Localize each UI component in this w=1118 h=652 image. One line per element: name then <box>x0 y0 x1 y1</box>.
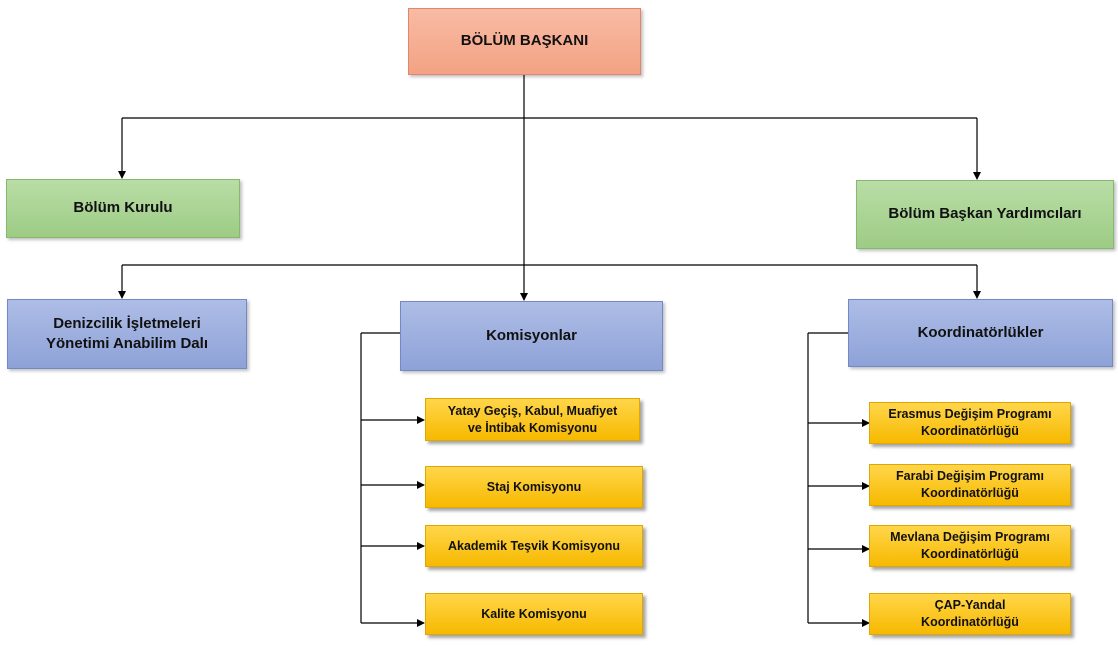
commission-node: Staj Komisyonu <box>425 466 643 508</box>
commission-node: Kalite Komisyonu <box>425 593 643 635</box>
commission-label: Akademik Teşvik Komisyonu <box>447 538 621 553</box>
commission-label: Yatay Geçiş, Kabul, Muafiyet ve İntibak … <box>447 403 618 435</box>
coordination-node: ÇAP-Yandal Koordinatörlüğü <box>869 593 1071 635</box>
commission-node: Akademik Teşvik Komisyonu <box>425 525 643 567</box>
coordinations-label: Koordinatörlükler <box>917 323 1044 341</box>
commission-label: Kalite Komisyonu <box>481 606 587 621</box>
department-node: Denizcilik İşletmeleri Yönetimi Anabilim… <box>7 299 247 369</box>
root-node: BÖLÜM BAŞKANI <box>408 8 641 75</box>
coordination-node: Farabi Değişim Programı Koordinatörlüğü <box>869 464 1071 506</box>
commission-label: Staj Komisyonu <box>486 479 582 494</box>
coordination-node: Erasmus Değişim Programı Koordinatörlüğü <box>869 402 1071 444</box>
deputies-node: Bölüm Başkan Yardımcıları <box>856 180 1114 249</box>
coordination-node: Mevlana Değişim Programı Koordinatörlüğü <box>869 525 1071 567</box>
coordination-label: Farabi Değişim Programı Koordinatörlüğü <box>896 469 1044 500</box>
commissions-node: Komisyonlar <box>400 301 663 371</box>
board-node: Bölüm Kurulu <box>6 179 240 238</box>
coordination-label: Mevlana Değişim Programı Koordinatörlüğü <box>890 530 1050 561</box>
commissions-label: Komisyonlar <box>486 326 577 344</box>
coordination-label: Erasmus Değişim Programı Koordinatörlüğü <box>888 407 1052 438</box>
commission-node: Yatay Geçiş, Kabul, Muafiyet ve İntibak … <box>425 398 640 441</box>
department-label: Denizcilik İşletmeleri Yönetimi Anabilim… <box>46 314 208 352</box>
root-label: BÖLÜM BAŞKANI <box>460 32 589 50</box>
coordination-label: ÇAP-Yandal Koordinatörlüğü <box>921 598 1019 629</box>
deputies-label: Bölüm Başkan Yardımcıları <box>888 205 1082 223</box>
coordinations-node: Koordinatörlükler <box>848 299 1113 367</box>
board-label: Bölüm Kurulu <box>73 199 173 217</box>
